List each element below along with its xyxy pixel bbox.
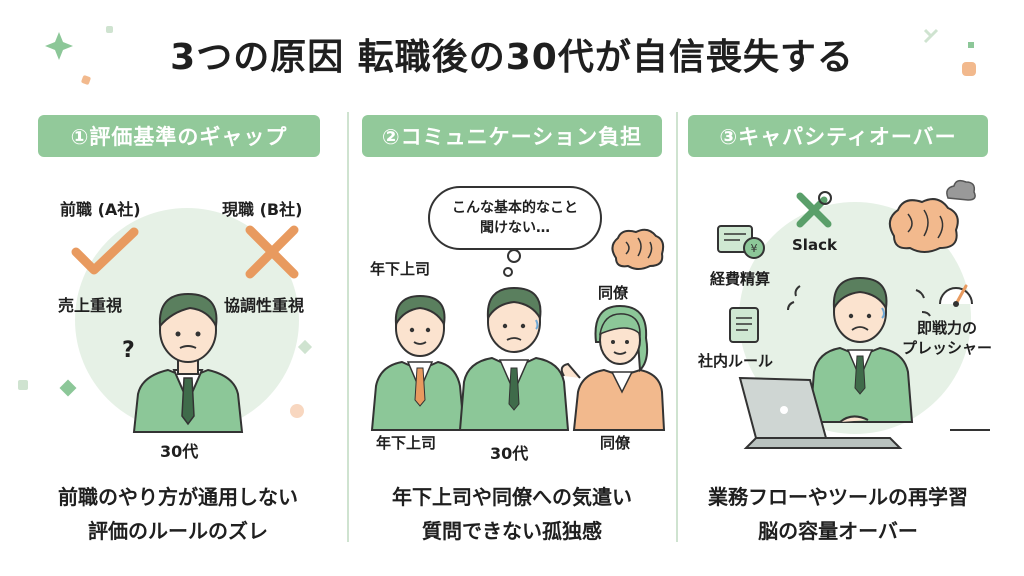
person-30s-label: 30代 [160, 442, 199, 461]
coworkers-group-icon [370, 286, 666, 431]
panel-3-header: ③キャパシティオーバー [688, 115, 988, 157]
worker-laptop-icon [738, 276, 990, 449]
panel-3-caption-line-2: 脳の容量オーバー [758, 519, 918, 543]
thought-bubble: こんな基本的なこと 聞けない… [428, 186, 602, 250]
person-30s-icon [132, 292, 244, 433]
panel-1-caption-line-1: 前職のやり方が通用しない [58, 485, 298, 509]
panel-2-caption: 年下上司や同僚への気遣い 質問できない孤独感 [352, 480, 672, 548]
rules-label: 社内ルール [698, 352, 774, 370]
panel-1-caption-line-2: 評価のルールのズレ [88, 519, 268, 543]
gauge-icon [939, 284, 973, 307]
boss-top-label: 年下上司 [370, 260, 431, 278]
panel-2-caption-line-2: 質問できない孤独感 [422, 519, 602, 543]
panel-1-caption: 前職のやり方が通用しない 評価のルールのズレ [18, 480, 338, 548]
question-mark: ? [122, 338, 135, 363]
receipt-yen-icon: ¥ [717, 225, 765, 259]
colleague-top-label: 同僚 [598, 284, 629, 302]
colleague-bottom-label: 同僚 [600, 434, 631, 452]
panel-divider [347, 112, 349, 542]
curr-focus-label: 協調性重視 [224, 296, 305, 315]
smoke-icon [946, 179, 976, 201]
expense-label: 経費精算 [710, 270, 771, 288]
panel-2-caption-line-1: 年下上司や同僚への気遣い [392, 485, 632, 509]
cross-icon [245, 225, 299, 279]
panel-3-caption: 業務フローやツールの再学習 脳の容量オーバー [678, 480, 998, 548]
thought-line-1: こんな基本的なこと [452, 200, 578, 216]
tools-icon [796, 191, 832, 228]
boss-bottom-label: 年下上司 [376, 434, 437, 452]
check-icon [71, 227, 139, 275]
thought-bubble-icon [503, 249, 521, 277]
panel-divider [676, 112, 678, 542]
panel-3-caption-line-1: 業務フローやツールの再学習 [708, 485, 968, 509]
panel-2-header: ②コミュニケーション負担 [362, 115, 662, 157]
document-icon [729, 307, 759, 343]
prev-focus-label: 売上重視 [58, 296, 123, 315]
brain-icon [611, 228, 665, 270]
person-30s-label: 30代 [490, 444, 529, 463]
prev-job-label: 前職 (A社) [60, 200, 141, 219]
svg-text:¥: ¥ [751, 242, 758, 255]
pressure-label: 即戦力の プレッシャー [902, 319, 993, 357]
brain-icon [888, 198, 959, 253]
panel-1-header: ①評価基準のギャップ [38, 115, 320, 157]
page-title: 3つの原因 転職後の30代が自信喪失する [170, 37, 854, 78]
slack-label: Slack [792, 236, 837, 254]
curr-job-label: 現職 (B社) [222, 200, 303, 219]
thought-line-2: 聞けない… [480, 220, 550, 236]
